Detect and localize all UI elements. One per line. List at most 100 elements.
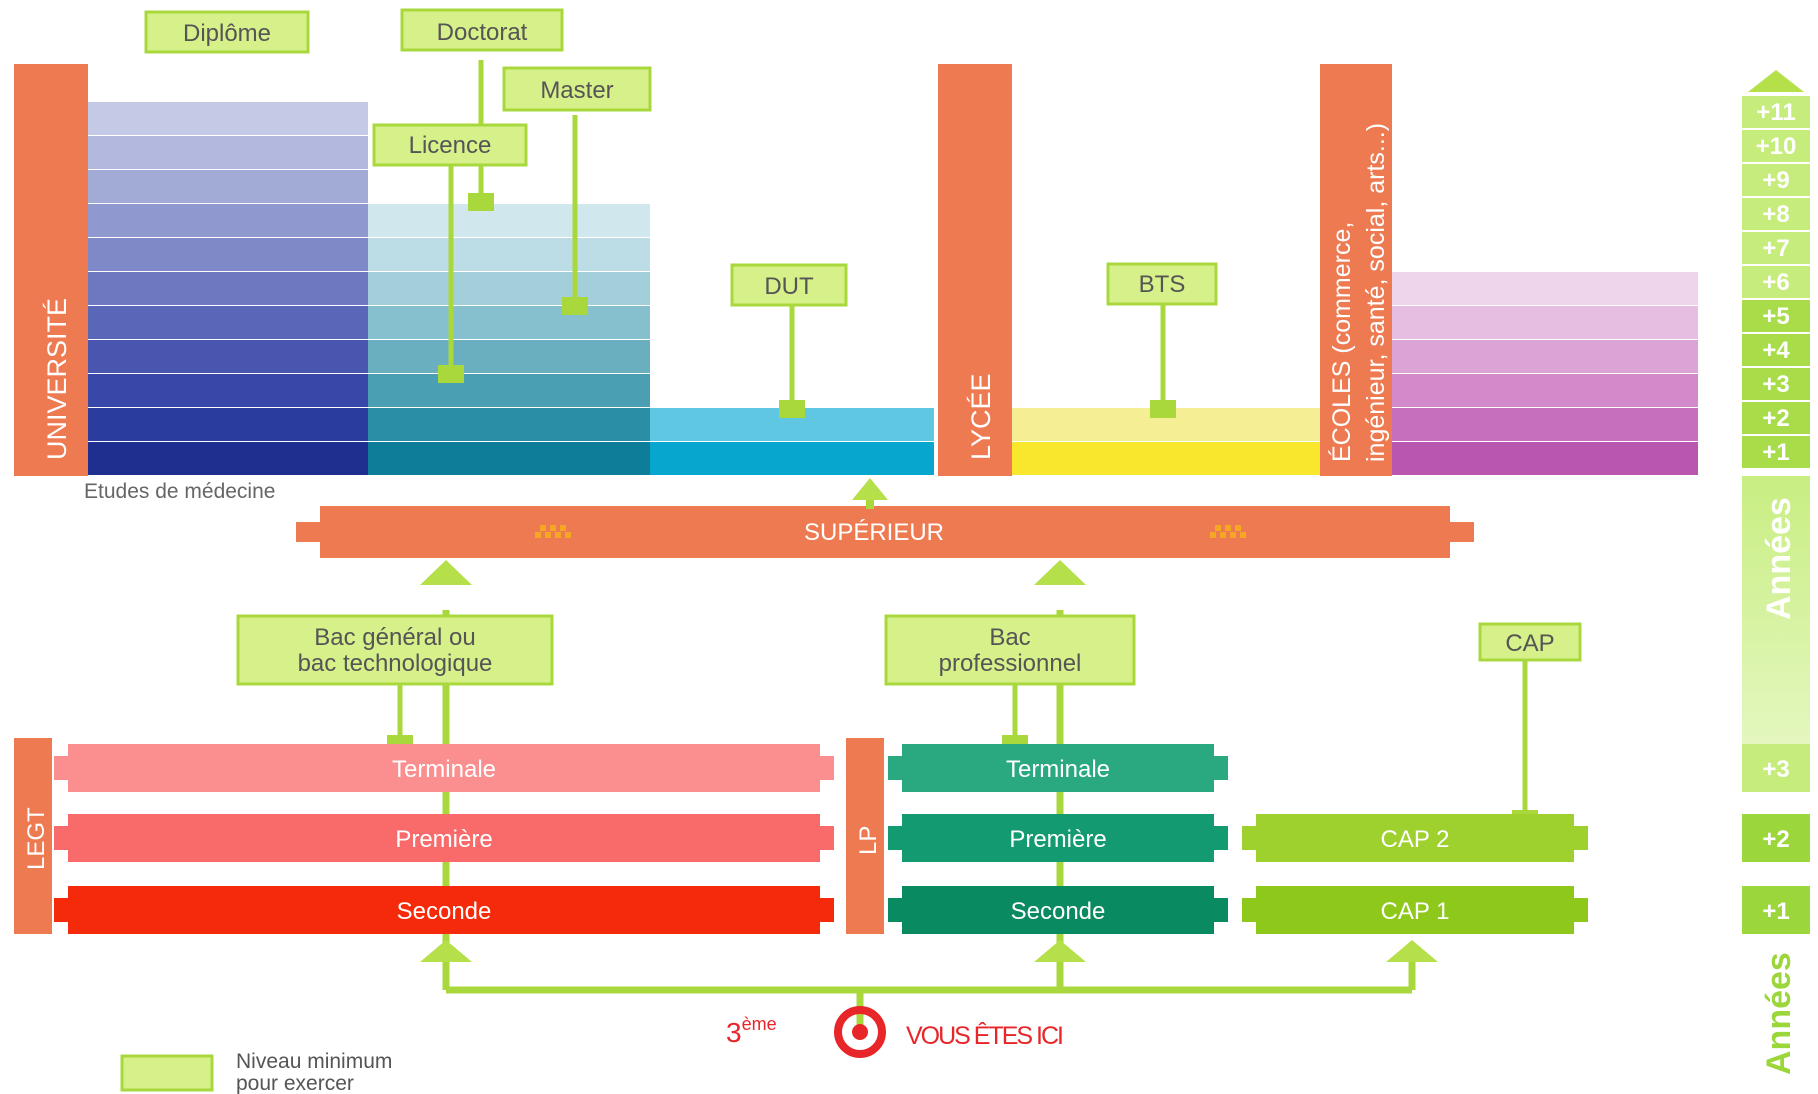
pillar-lycee: [938, 64, 1012, 476]
legend-swatch: [120, 1054, 214, 1092]
year-lower-3: [1742, 886, 1810, 934]
label-bac-pro-2: professionnel: [939, 650, 1082, 677]
you-are-here-label: VOUS ÊTES ICI: [906, 1021, 1062, 1050]
medecine-level-9: [88, 170, 368, 203]
you-are-here-marker: [834, 1006, 886, 1058]
label-boxes: [144, 8, 1582, 686]
year-upper-label: +6: [1762, 269, 1789, 296]
year-upper-label: +4: [1762, 337, 1790, 364]
medecine-level-6: [88, 272, 368, 305]
lp-row-2: [902, 814, 1214, 862]
label-diplome: Diplôme: [183, 20, 271, 47]
licence-master-level-3: [368, 374, 650, 407]
year-upper-label: +1: [1762, 439, 1789, 466]
ecoles-level-4: [1392, 340, 1698, 373]
superieur-label: SUPÉRIEUR: [804, 519, 944, 546]
pillar-ecoles-label-2: ingénieur, santé, social, arts...): [1362, 123, 1390, 462]
legt-row-3: [68, 886, 820, 934]
licence-master-level-7: [368, 238, 650, 271]
medecine-level-5: [88, 306, 368, 339]
ecoles-level-1: [1392, 442, 1698, 475]
year-upper-7: [1742, 300, 1810, 332]
medecine-level-3: [88, 374, 368, 407]
year-upper-label: +5: [1762, 303, 1789, 330]
licence-master-level-2: [368, 408, 650, 441]
licence-master-level-4: [368, 340, 650, 373]
label-licence: Licence: [409, 132, 492, 159]
cap-row-1-label: CAP 2: [1381, 826, 1450, 853]
arrow-heads: [420, 478, 1438, 962]
level-3eme: 3ème: [726, 1014, 777, 1048]
cap-row-1: [1256, 814, 1574, 862]
superieur-bar: [296, 485, 1474, 558]
year-lower-1: [1742, 744, 1810, 792]
medecine-level-2: [88, 408, 368, 441]
level-stacks: [88, 102, 1698, 475]
years-lower-title: Années: [1760, 952, 1798, 1075]
year-lower-2: [1742, 814, 1810, 862]
label-bac-general-2: bac technologique: [298, 650, 493, 677]
pillar-ecoles-label-1: ÉCOLES (commerce,: [1327, 222, 1356, 462]
ecoles-level-3: [1392, 374, 1698, 407]
medecine-level-10: [88, 136, 368, 169]
pillar-legt-label: LEGT: [23, 807, 50, 870]
lp-row-1: [902, 744, 1214, 792]
years-upper-title: Années: [1760, 497, 1798, 620]
cap-row-2-label: CAP 1: [1381, 898, 1450, 925]
pillar-lp-label: LP: [855, 826, 882, 855]
secondary-rows: TerminalePremièreSecondeTerminalePremièr…: [54, 744, 1588, 934]
year-lower-label: +1: [1762, 898, 1789, 925]
lp-row-3-label: Seconde: [1011, 898, 1106, 925]
lp-row-2-label: Première: [1009, 826, 1106, 853]
year-upper-5: [1742, 232, 1810, 264]
pillar-lycee-label: LYCÉE: [966, 373, 996, 460]
year-upper-2: [1742, 130, 1810, 162]
medecine-level-11: [88, 102, 368, 135]
pillar-universite: [14, 64, 88, 476]
year-upper-1: [1742, 96, 1810, 128]
label-cap: CAP: [1505, 630, 1554, 657]
legt-row-1: [68, 744, 820, 792]
year-upper-label: +7: [1762, 235, 1789, 262]
medecine-level-4: [88, 340, 368, 373]
year-lower-label: +3: [1762, 756, 1789, 783]
year-upper-3: [1742, 164, 1810, 196]
dut-level-1: [650, 442, 934, 475]
year-upper-label: +3: [1762, 371, 1789, 398]
label-dut: DUT: [764, 273, 814, 300]
medecine-label: Etudes de médecine: [84, 480, 275, 503]
medecine-level-1: [88, 442, 368, 475]
label-bac-general-1: Bac général ou: [314, 624, 475, 651]
label-master: Master: [540, 77, 613, 104]
year-lower-label: +2: [1762, 826, 1789, 853]
legt-row-3-label: Seconde: [397, 898, 492, 925]
ecoles-level-6: [1392, 272, 1698, 305]
legend-label-1: Niveau minimum: [236, 1050, 392, 1073]
year-upper-label: +9: [1762, 167, 1789, 194]
lp-row-3: [902, 886, 1214, 934]
ecoles-level-5: [1392, 306, 1698, 339]
legend-label-2: pour exercer: [236, 1072, 354, 1094]
licence-master-level-6: [368, 272, 650, 305]
pillars: [14, 64, 1392, 934]
bts-level-1: [1012, 442, 1320, 475]
year-upper-10: [1742, 402, 1810, 434]
year-upper-9: [1742, 368, 1810, 400]
year-upper-4: [1742, 198, 1810, 230]
cap-row-2: [1256, 886, 1574, 934]
year-upper-label: +8: [1762, 201, 1789, 228]
pillar-ecoles: [1320, 64, 1392, 476]
year-upper-label: +11: [1756, 99, 1795, 126]
ecoles-level-2: [1392, 408, 1698, 441]
licence-master-level-5: [368, 306, 650, 339]
pillar-legt: [14, 738, 52, 934]
label-bac-pro-1: Bac: [989, 624, 1030, 651]
year-upper-label: +10: [1756, 133, 1797, 160]
medecine-level-8: [88, 204, 368, 237]
years-upper-ticks: +11+10+9+8+7+6+5+4+3+2+1: [1742, 96, 1810, 468]
medecine-level-7: [88, 238, 368, 271]
legt-row-1-label: Terminale: [392, 756, 496, 783]
year-upper-11: [1742, 436, 1810, 468]
superieur-ornament-left: [535, 525, 571, 538]
lp-row-1-label: Terminale: [1006, 756, 1110, 783]
